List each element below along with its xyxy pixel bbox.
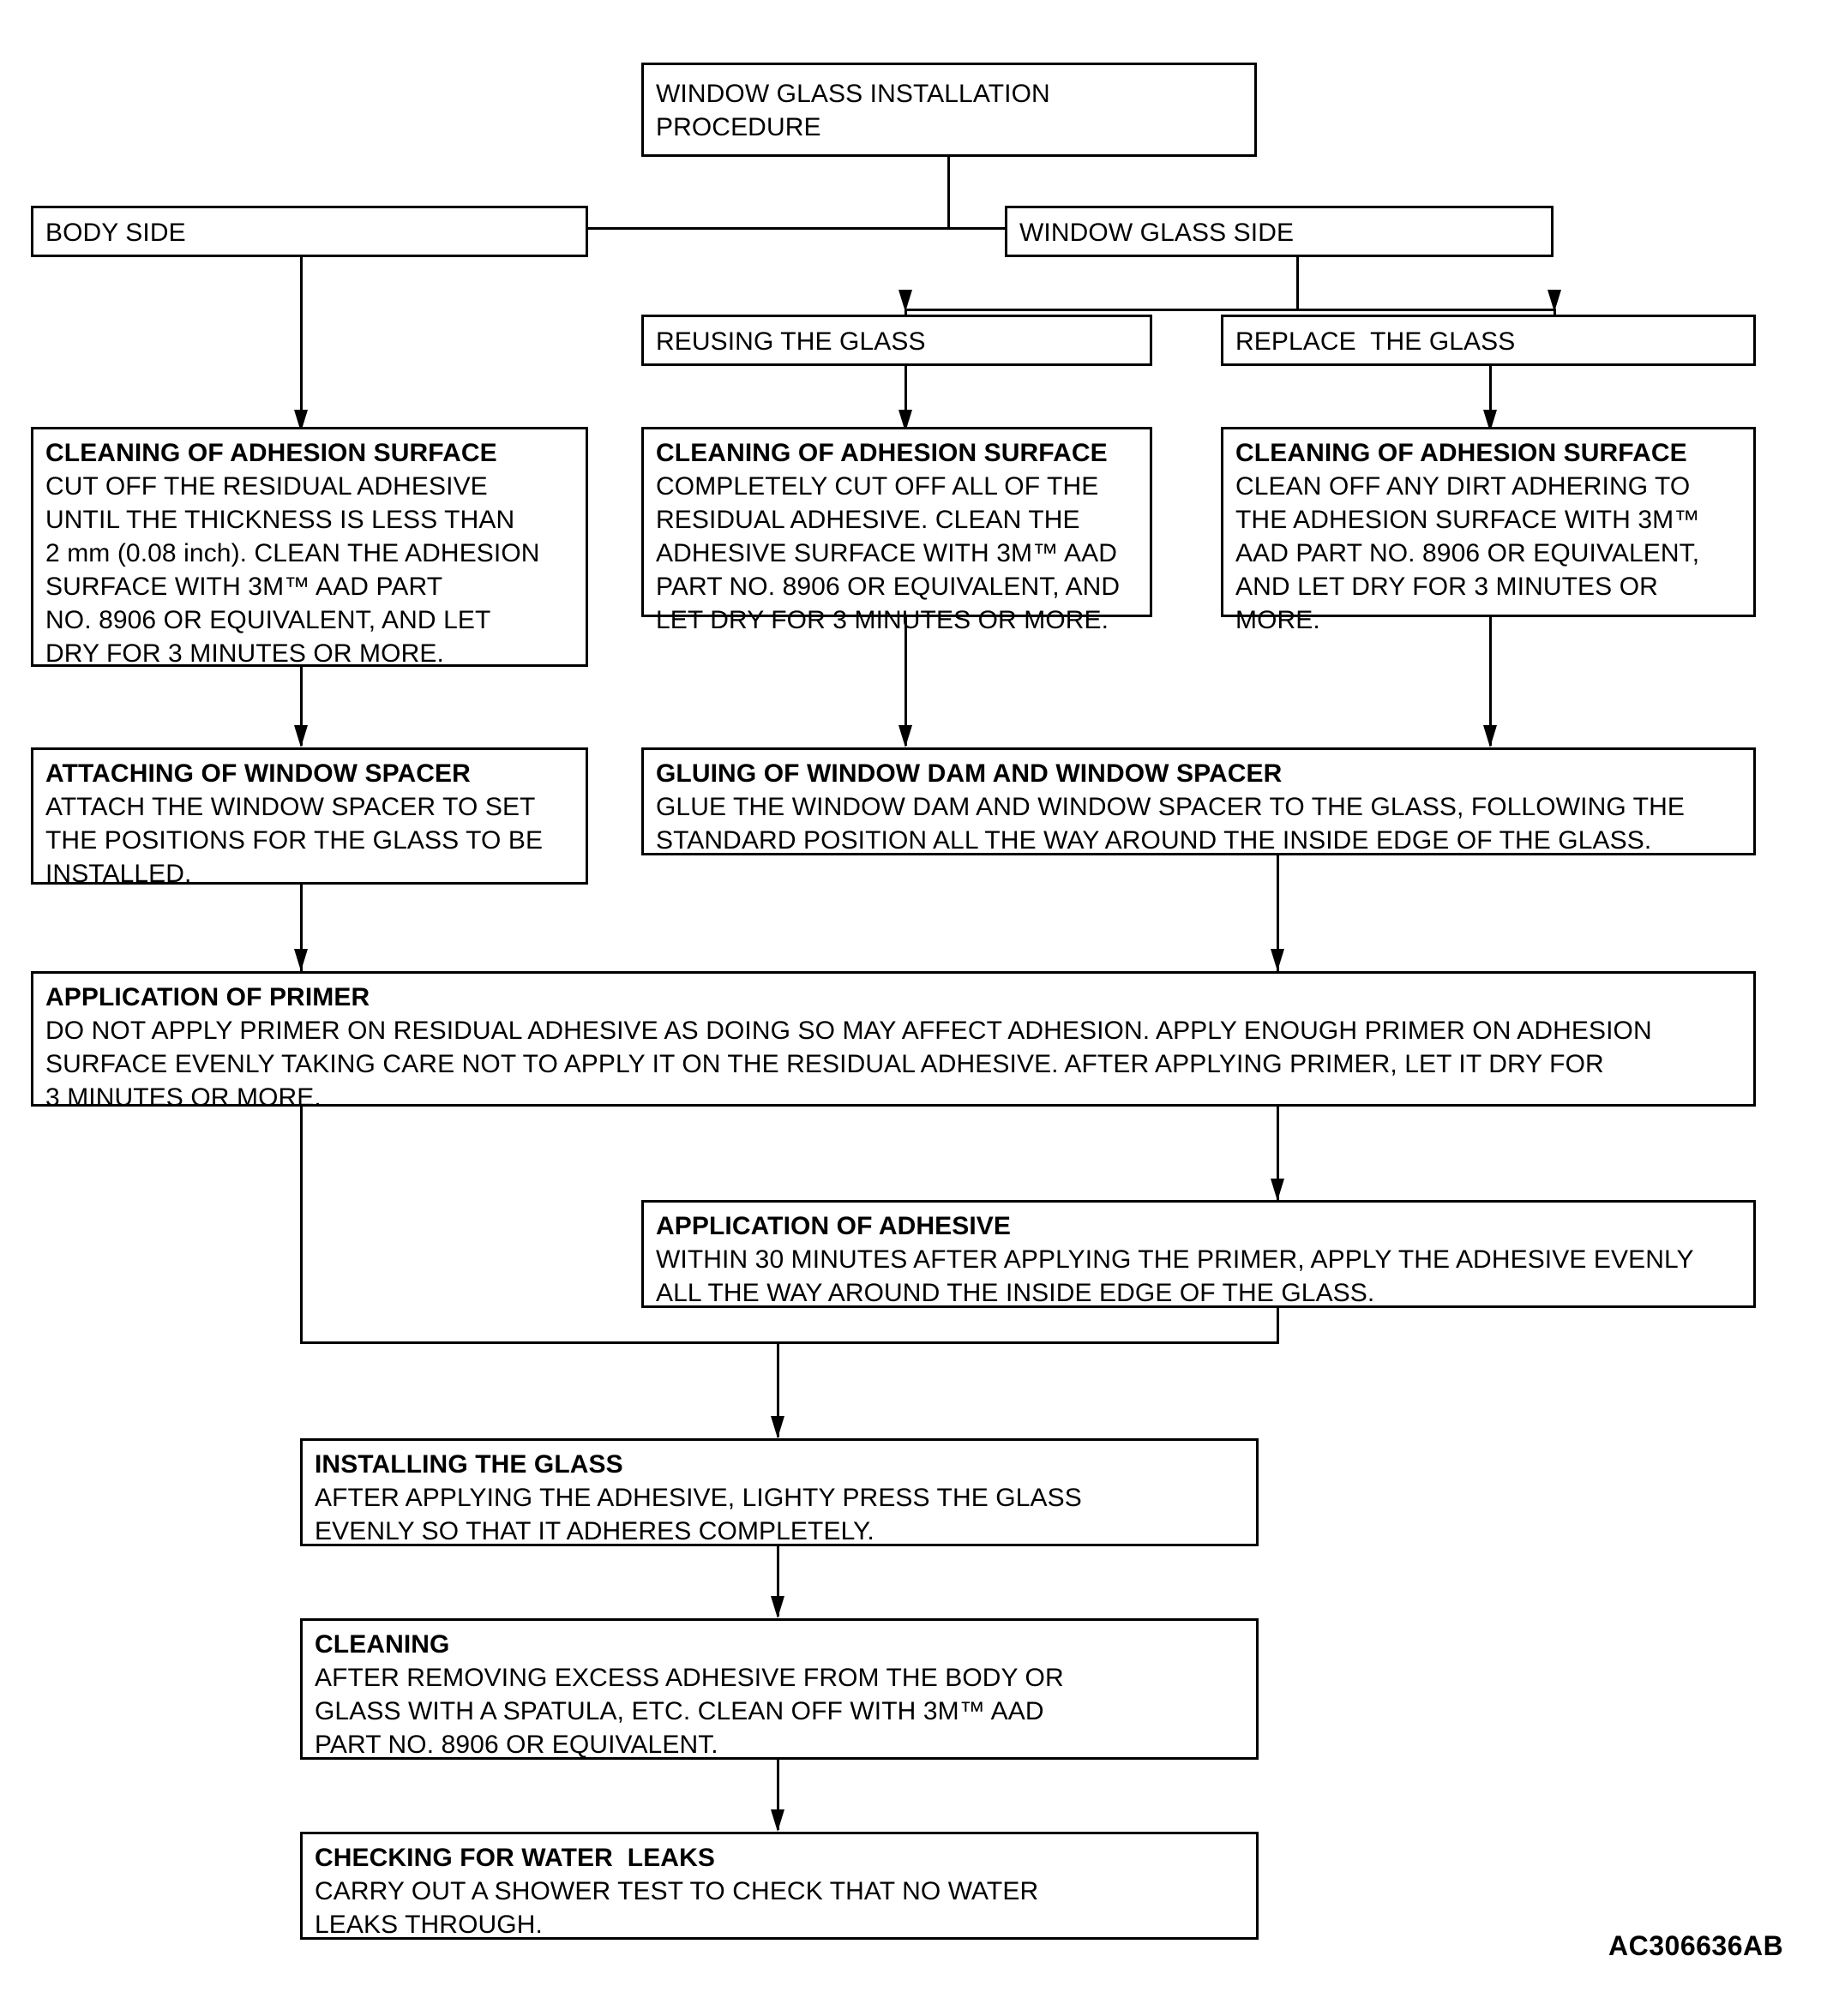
connector-cleaning-to-water-leaks [777, 1760, 779, 1830]
node-cleaning: CLEANING AFTER REMOVING EXCESS ADHESIVE … [300, 1618, 1259, 1760]
node-window-glass-installation-procedure: WINDOW GLASS INSTALLATION PROCEDURE [641, 63, 1257, 157]
connector-level2-bar [904, 309, 1556, 311]
node-body: DO NOT APPLY PRIMER ON RESIDUAL ADHESIVE… [45, 1017, 1652, 1112]
node-attaching-of-window-spacer: ATTACHING OF WINDOW SPACER ATTACH THE WI… [31, 747, 588, 888]
figure-reference-code: AC306636AB [1608, 1930, 1784, 1961]
node-label: WINDOW GLASS INSTALLATION PROCEDURE [656, 80, 1050, 141]
arrow-cleaning-reuse-to-gluing [898, 725, 912, 747]
node-title: CLEANING [315, 1630, 450, 1659]
node-title: CLEANING OF ADHESION SURFACE [45, 439, 497, 467]
arrow-cleaning-replace-to-gluing [1483, 725, 1497, 747]
node-body: CLEAN OFF ANY DIRT ADHERING TO THE ADHES… [1235, 472, 1700, 634]
node-body: CUT OFF THE RESIDUAL ADHESIVE UNTIL THE … [45, 472, 540, 668]
arrow-body-to-cleaning [294, 410, 308, 432]
node-body: CARRY OUT A SHOWER TEST TO CHECK THAT NO… [315, 1877, 1039, 1939]
node-body: ATTACH THE WINDOW SPACER TO SET THE POSI… [45, 793, 544, 888]
node-title: CLEANING OF ADHESION SURFACE [656, 439, 1108, 467]
arrow-to-replace [1548, 290, 1561, 312]
connector-spacer-to-primer [300, 885, 303, 971]
node-title: CLEANING OF ADHESION SURFACE [1235, 439, 1687, 467]
node-title: ATTACHING OF WINDOW SPACER [45, 759, 471, 788]
connector-cleaning-body-to-spacer [300, 667, 303, 746]
node-title: INSTALLING THE GLASS [315, 1450, 623, 1479]
connector-merge-bar [300, 1341, 1279, 1344]
node-gluing-of-window-dam-and-window-spacer: GLUING OF WINDOW DAM AND WINDOW SPACER G… [641, 747, 1756, 855]
arrow-replace-to-cleaning [1483, 410, 1497, 432]
connector-primer-bypass [300, 1107, 303, 1344]
connector-merge-stem [777, 1341, 779, 1437]
node-body: COMPLETELY CUT OFF ALL OF THE RESIDUAL A… [656, 472, 1121, 634]
node-application-of-adhesive: APPLICATION OF ADHESIVE WITHIN 30 MINUTE… [641, 1200, 1756, 1308]
node-cleaning-of-adhesion-surface-replace: CLEANING OF ADHESION SURFACE CLEAN OFF A… [1221, 427, 1756, 634]
connector-gluing-to-primer [1277, 855, 1279, 971]
arrow-reusing-to-cleaning [898, 410, 912, 432]
node-label: BODY SIDE [45, 218, 186, 247]
connector-installing-to-cleaning [777, 1546, 779, 1617]
node-replace-the-glass: REPLACE THE GLASS [1221, 315, 1756, 366]
connector-root-stem [947, 157, 950, 229]
arrow-cleaning-to-water-leaks [771, 1809, 784, 1832]
node-application-of-primer: APPLICATION OF PRIMER DO NOT APPLY PRIME… [31, 971, 1756, 1112]
connector-cleaning-replace-to-gluing [1489, 617, 1492, 746]
node-body: AFTER REMOVING EXCESS ADHESIVE FROM THE … [315, 1664, 1064, 1759]
node-label: REPLACE THE GLASS [1235, 327, 1516, 356]
node-title: CHECKING FOR WATER LEAKS [315, 1844, 715, 1872]
node-title: GLUING OF WINDOW DAM AND WINDOW SPACER [656, 759, 1283, 788]
connector-primer-to-adhesive [1277, 1107, 1279, 1201]
connector-cleaning-reuse-to-gluing [904, 617, 907, 746]
node-label: WINDOW GLASS SIDE [1019, 218, 1295, 247]
arrow-installing-to-cleaning [771, 1596, 784, 1618]
node-body: GLUE THE WINDOW DAM AND WINDOW SPACER TO… [656, 793, 1685, 855]
connector-reusing-to-cleaning [904, 366, 907, 424]
node-installing-the-glass: INSTALLING THE GLASS AFTER APPLYING THE … [300, 1438, 1259, 1546]
node-checking-for-water-leaks: CHECKING FOR WATER LEAKS CARRY OUT A SHO… [300, 1832, 1259, 1940]
node-window-glass-side: WINDOW GLASS SIDE [1005, 206, 1554, 257]
arrow-cleaning-body-to-spacer [294, 725, 308, 747]
node-body: AFTER APPLYING THE ADHESIVE, LIGHTY PRES… [315, 1484, 1082, 1545]
node-body-side: BODY SIDE [31, 206, 588, 257]
connector-replace-to-cleaning [1489, 366, 1492, 424]
arrow-merge-to-installing [771, 1416, 784, 1438]
node-cleaning-of-adhesion-surface-reuse: CLEANING OF ADHESION SURFACE COMPLETELY … [641, 427, 1152, 634]
arrow-primer-to-adhesive [1271, 1179, 1284, 1201]
arrow-spacer-to-primer [294, 949, 308, 971]
node-label: REUSING THE GLASS [656, 327, 926, 356]
arrow-to-reusing [898, 290, 912, 312]
connector-adhesive-to-merge [1277, 1308, 1279, 1344]
node-title: APPLICATION OF ADHESIVE [656, 1212, 1011, 1240]
arrow-gluing-to-primer [1271, 949, 1284, 971]
connector-wgs-stem [1296, 257, 1299, 310]
connector-body-to-cleaning [300, 257, 303, 424]
node-title: APPLICATION OF PRIMER [45, 983, 370, 1011]
node-cleaning-of-adhesion-surface-body: CLEANING OF ADHESION SURFACE CUT OFF THE… [31, 427, 588, 668]
node-reusing-the-glass: REUSING THE GLASS [641, 315, 1152, 366]
node-body: WITHIN 30 MINUTES AFTER APPLYING THE PRI… [656, 1245, 1694, 1307]
connector-level1-bar [300, 227, 1299, 230]
